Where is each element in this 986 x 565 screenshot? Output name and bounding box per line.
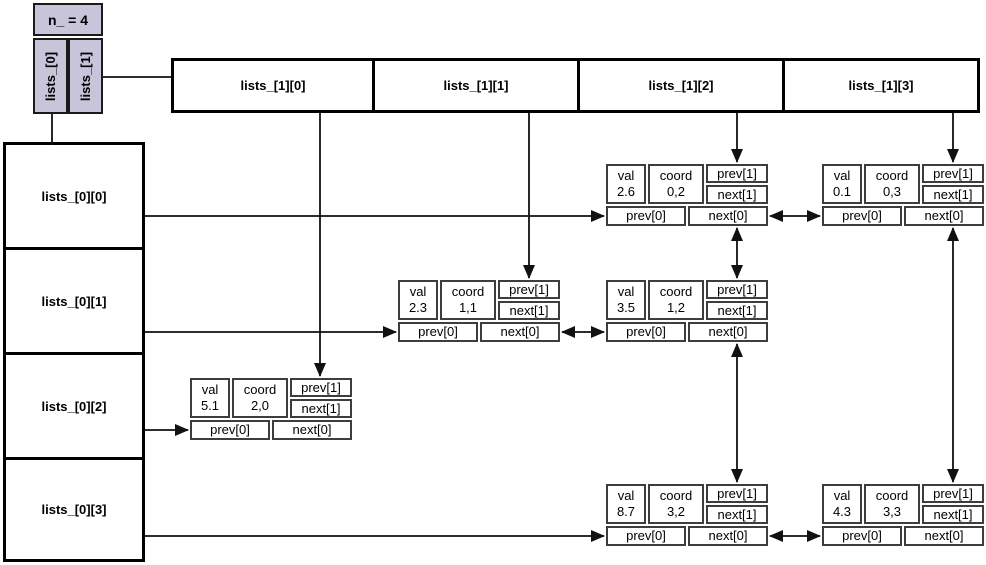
prev0-cell: prev[0]: [822, 526, 902, 546]
prev1-cell: prev[1]: [706, 164, 768, 183]
val-label: val: [617, 284, 635, 299]
prev0-cell: prev[0]: [190, 420, 270, 440]
prev1-cell: prev[1]: [922, 484, 984, 503]
row-header-3-label: lists_[0][3]: [41, 502, 107, 517]
row-header-3: lists_[0][3]: [3, 457, 145, 562]
coord-label: coord: [243, 382, 277, 397]
col-header-3: lists_[1][3]: [782, 58, 980, 113]
n-count-label: n_ = 4: [47, 11, 89, 28]
val-value: 0.1: [832, 184, 852, 199]
coord-cell: coord 1,1: [440, 280, 496, 320]
next0-cell: next[0]: [688, 322, 768, 342]
row-header-0-label: lists_[0][0]: [41, 188, 107, 204]
val-label: val: [617, 488, 635, 503]
val-value: 2.3: [408, 300, 428, 315]
col-header-1-label: lists_[1][1]: [443, 78, 509, 93]
node-1-2: val 3.5 coord 1,2 prev[1] next[1] prev[0…: [606, 280, 768, 342]
coord-cell: coord 3,2: [648, 484, 704, 524]
next1-cell: next[1]: [706, 505, 768, 524]
val-cell: val 5.1: [190, 378, 230, 418]
next0-cell: next[0]: [480, 322, 560, 342]
prev1-cell: prev[1]: [922, 164, 984, 183]
val-value: 5.1: [200, 398, 220, 413]
prev0-cell: prev[0]: [822, 206, 902, 226]
prev0-cell: prev[0]: [398, 322, 478, 342]
coord-label: coord: [875, 168, 909, 183]
col-header-0: lists_[1][0]: [171, 58, 375, 113]
lists-dim0-box: lists_[0]: [33, 38, 68, 114]
val-value: 2.6: [616, 184, 636, 199]
row-header-2: lists_[0][2]: [3, 352, 145, 460]
coord-value: 1,1: [458, 300, 478, 315]
next0-cell: next[0]: [688, 526, 768, 546]
prev1-cell: prev[1]: [290, 378, 352, 397]
node-1-1: val 2.3 coord 1,1 prev[1] next[1] prev[0…: [398, 280, 560, 342]
val-value: 8.7: [616, 504, 636, 519]
coord-cell: coord 0,3: [864, 164, 920, 204]
val-value: 3.5: [616, 300, 636, 315]
val-label: val: [833, 488, 851, 503]
lists-dim1-box: lists_[1]: [68, 38, 103, 114]
prev1-cell: prev[1]: [706, 280, 768, 299]
col-header-1: lists_[1][1]: [372, 58, 580, 113]
lists-dim0-label: lists_[0]: [43, 51, 59, 101]
col-header-2-label: lists_[1][2]: [648, 78, 714, 93]
next1-cell: next[1]: [922, 185, 984, 204]
val-cell: val 8.7: [606, 484, 646, 524]
row-header-1-label: lists_[0][1]: [41, 293, 107, 309]
row-header-2-label: lists_[0][2]: [41, 398, 107, 414]
coord-cell: coord 1,2: [648, 280, 704, 320]
prev1-cell: prev[1]: [706, 484, 768, 503]
next1-cell: next[1]: [706, 301, 768, 320]
col-header-3-label: lists_[1][3]: [848, 78, 914, 93]
prev0-cell: prev[0]: [606, 322, 686, 342]
node-3-2: val 8.7 coord 3,2 prev[1] next[1] prev[0…: [606, 484, 768, 546]
next1-cell: next[1]: [290, 399, 352, 418]
val-cell: val 2.3: [398, 280, 438, 320]
val-cell: val 2.6: [606, 164, 646, 204]
coord-value: 3,2: [666, 504, 686, 519]
val-cell: val 4.3: [822, 484, 862, 524]
node-2-0: val 5.1 coord 2,0 prev[1] next[1] prev[0…: [190, 378, 352, 440]
coord-cell: coord 0,2: [648, 164, 704, 204]
coord-value: 1,2: [666, 300, 686, 315]
coord-label: coord: [451, 284, 485, 299]
row-header-1: lists_[0][1]: [3, 247, 145, 355]
coord-cell: coord 2,0: [232, 378, 288, 418]
val-cell: val 0.1: [822, 164, 862, 204]
prev1-cell: prev[1]: [498, 280, 560, 299]
next1-cell: next[1]: [706, 185, 768, 204]
val-label: val: [409, 284, 427, 299]
coord-value: 3,3: [882, 504, 902, 519]
coord-cell: coord 3,3: [864, 484, 920, 524]
val-label: val: [201, 382, 219, 397]
next1-cell: next[1]: [922, 505, 984, 524]
n-count-box: n_ = 4: [33, 3, 103, 36]
val-cell: val 3.5: [606, 280, 646, 320]
coord-value: 2,0: [250, 398, 270, 413]
coord-label: coord: [875, 488, 909, 503]
node-0-2: val 2.6 coord 0,2 prev[1] next[1] prev[0…: [606, 164, 768, 226]
next1-cell: next[1]: [498, 301, 560, 320]
row-header-0: lists_[0][0]: [3, 142, 145, 250]
val-label: val: [617, 168, 635, 183]
lists-dim1-label: lists_[1]: [78, 51, 94, 101]
col-header-0-label: lists_[1][0]: [240, 78, 306, 93]
coord-value: 0,3: [882, 184, 902, 199]
next0-cell: next[0]: [904, 526, 984, 546]
coord-label: coord: [659, 168, 693, 183]
next0-cell: next[0]: [688, 206, 768, 226]
node-3-3: val 4.3 coord 3,3 prev[1] next[1] prev[0…: [822, 484, 984, 546]
col-header-2: lists_[1][2]: [577, 58, 785, 113]
val-label: val: [833, 168, 851, 183]
val-value: 4.3: [832, 504, 852, 519]
coord-label: coord: [659, 284, 693, 299]
node-0-3: val 0.1 coord 0,3 prev[1] next[1] prev[0…: [822, 164, 984, 226]
prev0-cell: prev[0]: [606, 526, 686, 546]
next0-cell: next[0]: [904, 206, 984, 226]
coord-value: 0,2: [666, 184, 686, 199]
next0-cell: next[0]: [272, 420, 352, 440]
coord-label: coord: [659, 488, 693, 503]
prev0-cell: prev[0]: [606, 206, 686, 226]
